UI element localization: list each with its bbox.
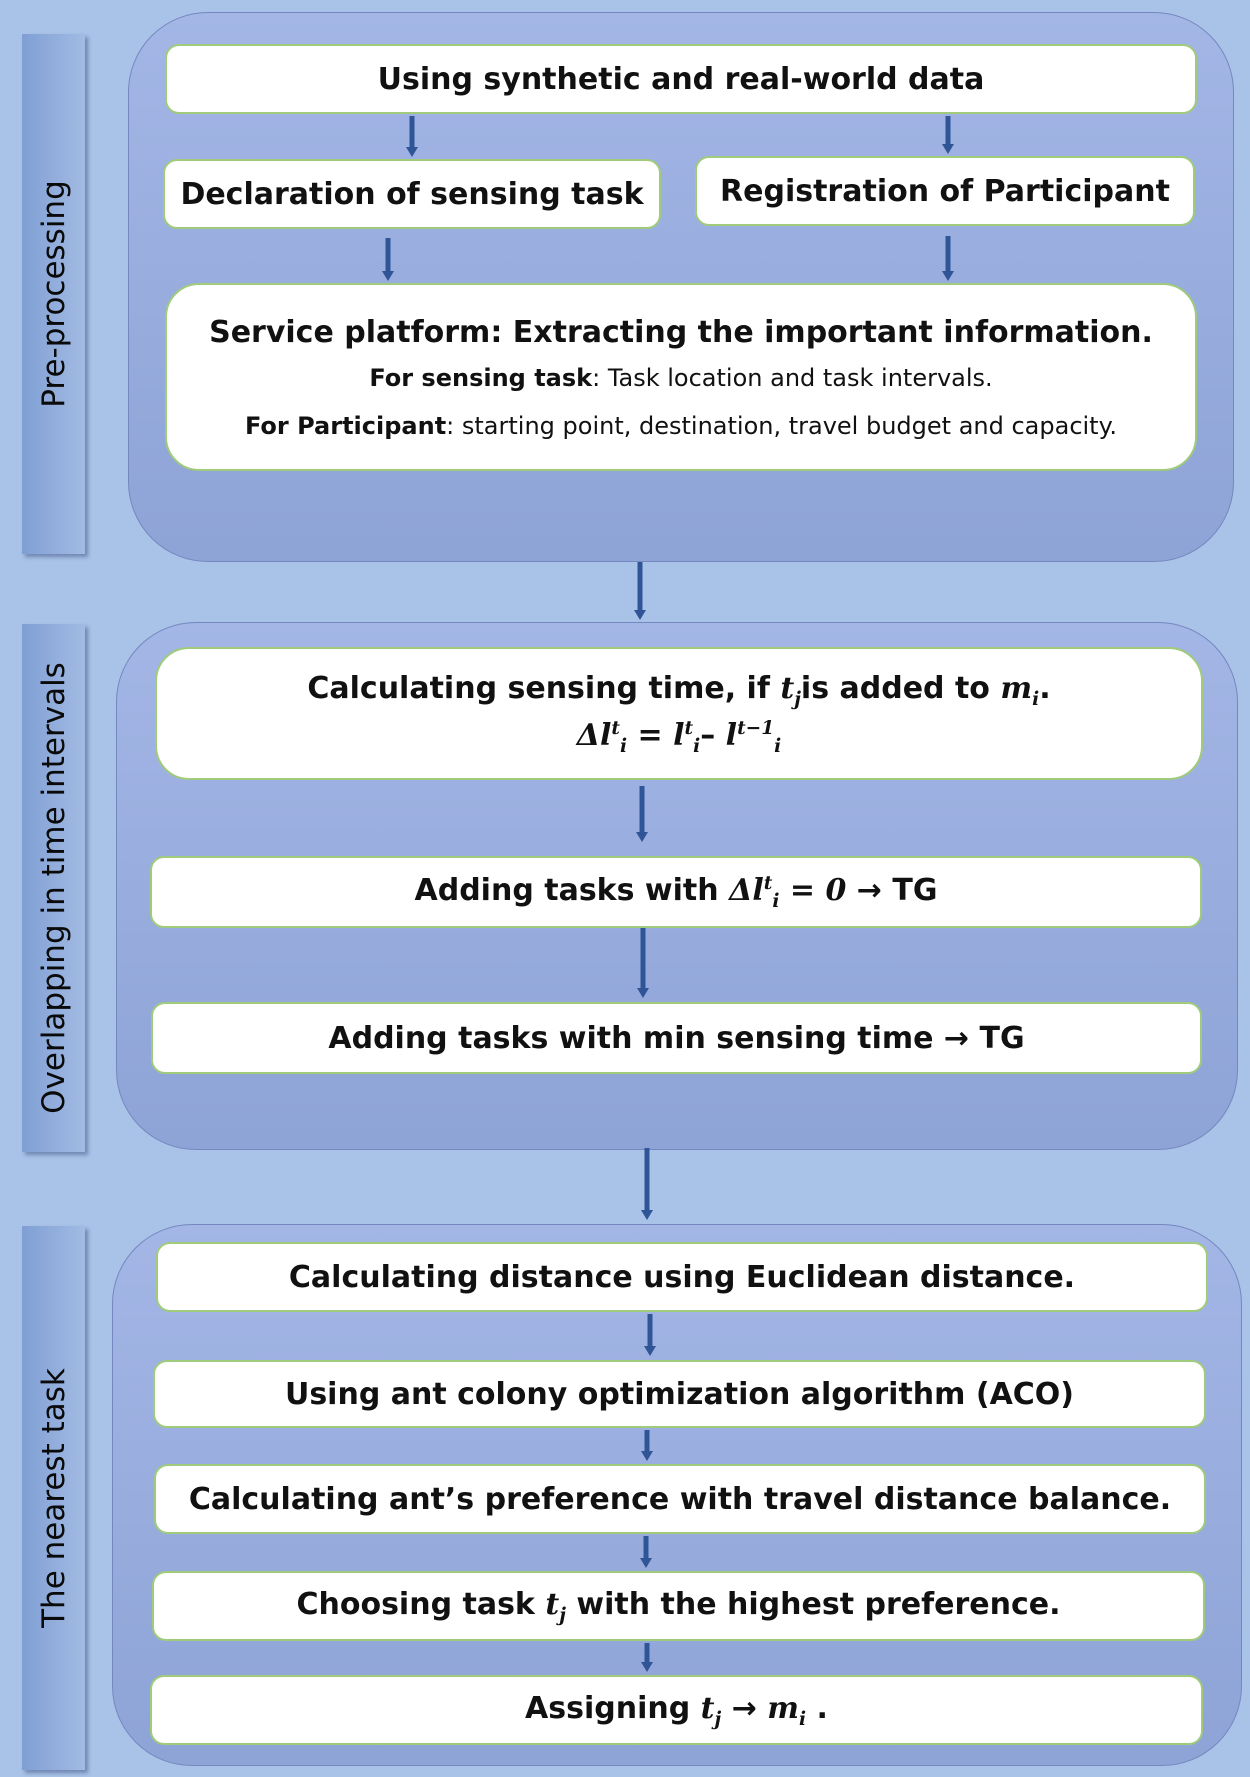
node-text: Registration of Participant <box>720 173 1170 209</box>
node-text: Declaration of sensing task <box>180 176 644 212</box>
arrow-choose-to-assign <box>641 1643 653 1672</box>
service-task-label: For sensing task <box>369 363 593 392</box>
choose-task-text: Choosing task tj with the highest prefer… <box>296 1586 1061 1626</box>
node-euclidean: Calculating distance using Euclidean dis… <box>156 1242 1208 1312</box>
node-service-platform: Service platform: Extracting the importa… <box>165 283 1197 471</box>
service-task-text: : Task location and task intervals. <box>592 363 993 392</box>
arrow-preprocessing-to-overlapping <box>634 562 646 620</box>
service-title: Service platform: Extracting the importa… <box>209 314 1153 350</box>
arrow-overlapping-to-nearest <box>641 1148 653 1220</box>
arrow-preference-to-choose <box>640 1536 652 1568</box>
service-task-line: For sensing task: Task location and task… <box>369 364 992 392</box>
node-add-zero-overlap: Adding tasks with Δlti = 0 → TG <box>150 856 1202 928</box>
node-assign: Assigning tj → mi . <box>150 1675 1203 1745</box>
node-text: Using synthetic and real-world data <box>377 61 985 97</box>
arrow-registration-to-service <box>942 236 954 281</box>
calc-time-equation: Δlti = lti– lt−1i <box>576 717 782 757</box>
node-choose-task: Choosing task tj with the highest prefer… <box>152 1571 1205 1641</box>
node-preference: Calculating ant’s preference with travel… <box>154 1464 1206 1534</box>
assign-text: Assigning tj → mi . <box>525 1690 828 1730</box>
arrow-aco-to-preference <box>641 1430 653 1461</box>
stage-label-nearest-task: The nearest task <box>22 1226 85 1770</box>
node-text: Adding tasks with min sensing time → TG <box>328 1020 1025 1056</box>
stage-label-overlapping: Overlapping in time intervals <box>22 624 85 1152</box>
service-participant-line: For Participant: starting point, destina… <box>245 412 1117 440</box>
arrow-data-to-declaration <box>406 116 418 157</box>
node-aco: Using ant colony optimization algorithm … <box>153 1360 1206 1428</box>
node-add-min-time: Adding tasks with min sensing time → TG <box>151 1002 1202 1074</box>
node-calc-sensing-time: Calculating sensing time, if tjis added … <box>155 647 1203 780</box>
arrow-calc-to-zero <box>636 786 648 842</box>
arrow-zero-to-min <box>637 928 649 998</box>
node-registration: Registration of Participant <box>695 156 1195 226</box>
stage-label-pre-processing: Pre-processing <box>22 34 85 554</box>
arrow-data-to-registration <box>942 116 954 154</box>
node-declaration: Declaration of sensing task <box>163 159 661 229</box>
node-text: Calculating ant’s preference with travel… <box>188 1481 1172 1517</box>
service-participant-text: : starting point, destination, travel bu… <box>446 411 1117 440</box>
node-text: Calculating distance using Euclidean dis… <box>288 1259 1076 1295</box>
node-text: Using ant colony optimization algorithm … <box>284 1376 1075 1412</box>
node-data-source: Using synthetic and real-world data <box>165 44 1197 114</box>
arrow-declaration-to-service <box>382 238 394 281</box>
service-participant-label: For Participant <box>245 411 447 440</box>
add-zero-text: Adding tasks with Δlti = 0 → TG <box>414 872 938 912</box>
arrow-euclid-to-aco <box>644 1314 656 1356</box>
calc-time-line1: Calculating sensing time, if tjis added … <box>307 670 1051 710</box>
